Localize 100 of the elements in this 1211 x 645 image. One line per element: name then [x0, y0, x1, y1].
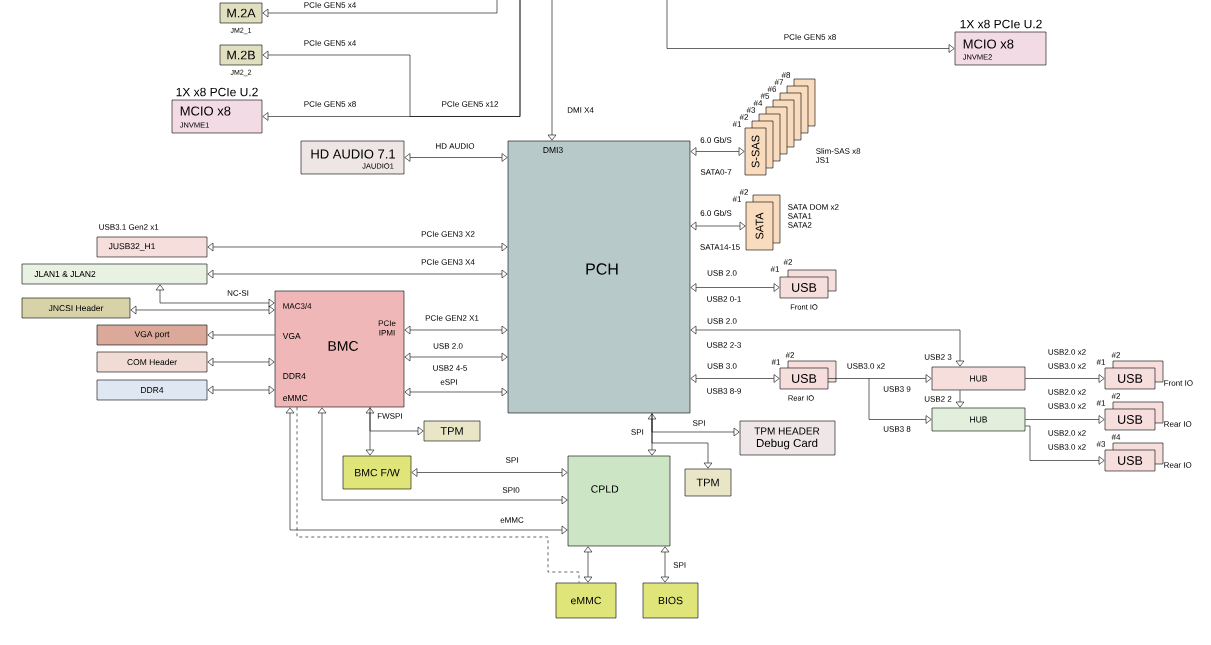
memory-box: DDR4 [96, 379, 208, 401]
connector-box: COM Header [96, 351, 208, 373]
signal-label: USB3.0 x2 [845, 362, 887, 370]
signal-label: USB2 2-3 [705, 341, 743, 349]
connector-number: #1 [1096, 359, 1106, 365]
connector-arrow [690, 147, 745, 156]
edge-label: PCIe GEN3 X2 [420, 230, 476, 238]
edge-label: SPI [691, 419, 707, 427]
connector-arrow [404, 352, 508, 362]
edge-label: PCIe GEN2 X1 [424, 314, 480, 322]
connector-number: #2 [785, 352, 795, 358]
connector-box: TPM HEADER Debug Card [739, 420, 836, 456]
signal-label: SATA0-7 [699, 168, 733, 176]
connector-arrow [1025, 425, 1105, 465]
connector-arrow [660, 546, 670, 583]
chip-box: eMMC [555, 582, 617, 619]
connector-arrow [285, 407, 568, 535]
connector-number: #2 [1111, 393, 1121, 399]
chip-box: TPM [684, 468, 732, 497]
connector-stack: USB [779, 276, 829, 299]
edge-label: USB 2.0 [706, 317, 738, 325]
connector-number: #3 [1096, 441, 1106, 447]
connector-arrow [690, 221, 746, 231]
connector-number: #2 [739, 114, 749, 120]
edge-label: USB 3.0 [706, 362, 738, 370]
connector-caption: Rear IO [1164, 462, 1192, 468]
connector-stack: USB [1104, 449, 1156, 472]
edge-label: SPI [504, 456, 520, 464]
connector-arrow [207, 330, 275, 340]
connector-stack: USB [1104, 408, 1156, 431]
chip-box: TPM [423, 420, 481, 442]
connector-arrow [207, 357, 275, 367]
connector-caption: Rear IO [1164, 421, 1192, 427]
signal-label: USB3.0 x2 [1046, 443, 1088, 451]
connector-arrow [955, 390, 965, 408]
edge-label: PCIe GEN5 x8 [302, 100, 358, 108]
connector-arrow [1025, 415, 1105, 424]
connector-arrow [666, 0, 955, 53]
edge-label: FWSPI [376, 412, 404, 420]
connector-arrow [868, 378, 932, 424]
connector-arrow [404, 387, 508, 397]
connector-number: #1 [1096, 400, 1106, 406]
chip-box: HUB [931, 407, 1026, 432]
connector-stack: SATA [745, 201, 774, 251]
edge-label: USB 2.0 [706, 269, 738, 277]
connector-arrow [317, 407, 568, 505]
connector-number: #1 [732, 196, 742, 202]
signal-label: USB3.0 x2 [1046, 362, 1088, 370]
chip-box: BIOS [642, 582, 699, 619]
chip-box: MAC3/4 PCIe IPMI VGA BMC DDR4 eMMC [274, 290, 405, 408]
chip-box: BMC F/W [342, 455, 412, 490]
signal-label: USB3.0 x2 [1046, 402, 1088, 410]
connector-caption: SATA1 [788, 213, 812, 219]
edge-label: USB2.0 x2 [1046, 429, 1088, 437]
connector-arrow [404, 153, 508, 162]
connector-number: #1 [732, 121, 742, 127]
connector-arrow [828, 374, 932, 383]
connector-arrow [262, 0, 498, 18]
edge-label: PCIe GEN5 x8 [782, 33, 838, 41]
connector-arrow [583, 546, 593, 583]
edge-label: USB2.0 x2 [1046, 388, 1088, 396]
connector-number: #4 [753, 100, 763, 106]
signal-label: USB2 4-5 [431, 364, 469, 372]
connector-number: #6 [767, 86, 777, 92]
connector-stack: USB [779, 367, 829, 390]
signal-label: SATA14-15 [698, 243, 742, 251]
edge-label: 6.0 Gb/S [699, 209, 733, 217]
signal-label: USB2 3 [923, 353, 953, 361]
connector-box: VGA port [96, 324, 208, 346]
edge-label: NC-SI [226, 289, 250, 297]
connector-arrow [690, 374, 780, 383]
edge-label: USB 2.0 [432, 342, 464, 350]
connector-number: #2 [739, 189, 749, 195]
chip-box: CPLD [567, 455, 671, 547]
edge-label: SPI [629, 428, 645, 436]
connector-arrow [369, 407, 424, 436]
connector-number: #1 [770, 266, 780, 272]
connector-arrow [690, 283, 780, 292]
edge-label: USB3 9 [882, 385, 912, 393]
signal-label: USB3 8-9 [705, 387, 743, 395]
connector-arrow [651, 413, 713, 469]
connector-arrow [207, 269, 508, 279]
connector-arrow [647, 413, 657, 456]
connector-arrow [130, 305, 275, 315]
node-label: 1X x8 PCIe U.2 [960, 19, 1042, 29]
chip-box: HUB [931, 366, 1026, 391]
connector-number: #5 [760, 93, 770, 99]
edge-label: USB2.0 x2 [1046, 348, 1088, 356]
connector-arrow [547, 0, 557, 141]
connector-stack: USB [1104, 367, 1156, 390]
edge-label: PCIe GEN5 x4 [302, 1, 358, 9]
connector-arrow [1025, 374, 1105, 383]
dashed-line [296, 407, 580, 583]
connector-arrow [365, 407, 375, 456]
connector-caption: Slim-SAS x8 [816, 148, 861, 154]
connector-caption: SATA2 [788, 222, 812, 228]
connector-number: #1 [771, 359, 781, 365]
edge-label: SPI0 [501, 486, 521, 494]
connector-number: #7 [774, 79, 784, 85]
connector-arrow [404, 325, 508, 335]
